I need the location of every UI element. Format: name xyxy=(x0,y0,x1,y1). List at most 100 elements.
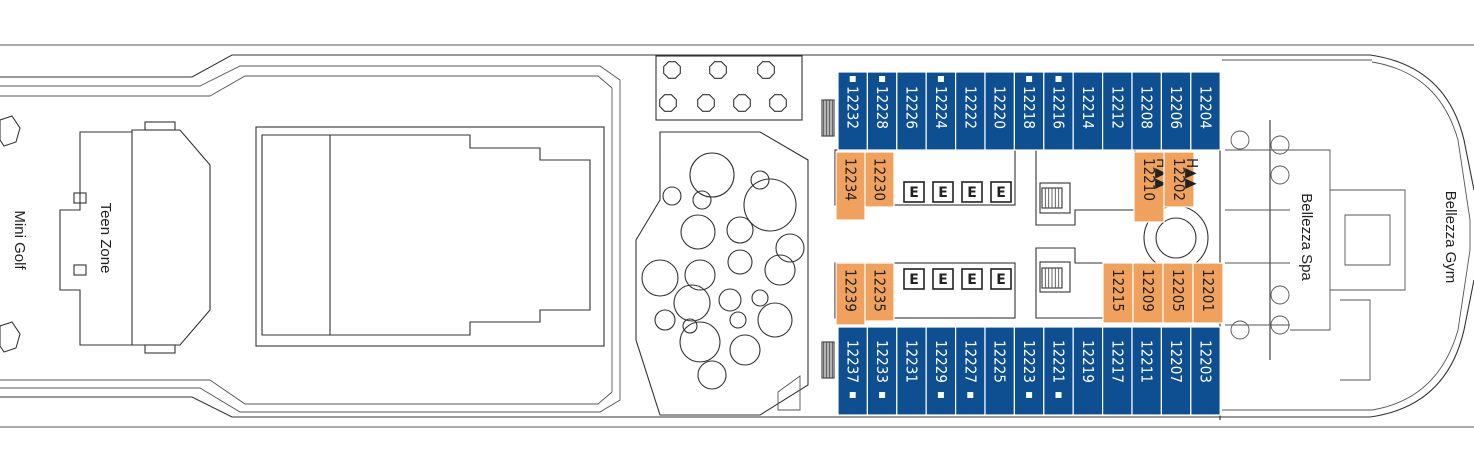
cabin-12231[interactable] xyxy=(896,326,927,416)
cabin-number: 12230 xyxy=(871,158,889,201)
accessible-marker-icon xyxy=(879,76,886,82)
cabin-12229[interactable] xyxy=(925,326,957,416)
cabin-12210[interactable] xyxy=(1133,151,1165,223)
cabin-12211[interactable] xyxy=(1131,326,1162,416)
cabin-12220[interactable] xyxy=(984,71,1015,151)
cabin-number: 12212 xyxy=(1108,86,1126,129)
elevator-label: E xyxy=(967,185,977,201)
elevator-label: E xyxy=(909,272,919,288)
mini-golf-area: Mini Golf xyxy=(0,115,28,353)
cabin-number: 12228 xyxy=(873,86,891,129)
hot-tub-icon xyxy=(751,289,769,307)
deck-outline xyxy=(0,44,1474,428)
accessible-marker-icon xyxy=(937,76,944,82)
hot-tub-icon xyxy=(684,259,716,291)
cabin-number: 12227 xyxy=(961,340,979,383)
spa-label: Bellezza Spa xyxy=(1298,193,1315,281)
cabin-12203[interactable] xyxy=(1190,326,1221,416)
elevator-icon xyxy=(932,181,954,203)
cabin-number: 12233 xyxy=(873,340,891,383)
teen-zone-label: Teen Zone xyxy=(97,203,114,274)
accessible-marker-icon xyxy=(879,392,886,398)
cabin-12218[interactable] xyxy=(1013,71,1045,151)
cabin-12217[interactable] xyxy=(1101,326,1133,416)
lounger-icon xyxy=(663,61,681,79)
lounger-icon xyxy=(697,94,715,112)
cabin-number: 12209 xyxy=(1139,269,1157,312)
cabin-12222[interactable] xyxy=(954,71,986,151)
cabin-number: 12219 xyxy=(1079,340,1097,383)
elevator-icon xyxy=(903,268,925,290)
cabin-number: 12208 xyxy=(1138,86,1156,129)
cabin-12233[interactable] xyxy=(866,326,898,416)
cabin-number: 12239 xyxy=(842,269,860,312)
elevator-icon xyxy=(903,181,925,203)
hot-tub-icon xyxy=(641,259,679,297)
hot-tub-icon xyxy=(654,309,676,331)
cabin-marker: H▲▲ xyxy=(1183,158,1201,190)
cabin-12214[interactable] xyxy=(1072,71,1104,151)
elevator-icon xyxy=(961,181,983,203)
cabin-12228[interactable] xyxy=(866,71,898,151)
cabin-number: 12211 xyxy=(1138,340,1156,383)
hot-tub-icon xyxy=(775,233,805,263)
elevator-icon xyxy=(990,181,1012,203)
cabin-12202[interactable] xyxy=(1163,151,1195,208)
cabin-number: 12205 xyxy=(1169,269,1187,312)
cabin-12207[interactable] xyxy=(1160,326,1192,416)
cabin-12235[interactable] xyxy=(864,262,895,322)
hot-tub-icon xyxy=(682,318,698,334)
hot-tub-icon xyxy=(729,334,761,366)
elevator-icon xyxy=(990,268,1012,290)
cabin-12232[interactable] xyxy=(837,71,868,151)
cabin-12208[interactable] xyxy=(1131,71,1162,151)
jacuzzi-area xyxy=(635,131,809,416)
cabin-12205[interactable] xyxy=(1162,262,1194,324)
fixture-icon xyxy=(1270,165,1290,185)
hot-tub-icon xyxy=(692,190,712,210)
hot-tub-icon xyxy=(726,216,754,244)
fixture-icon xyxy=(1230,130,1250,150)
cabin-number: 12202 xyxy=(1170,158,1188,201)
cabin-number: 12210 xyxy=(1140,158,1158,201)
hot-tub-icon xyxy=(697,360,727,390)
cabin-number: 12222 xyxy=(961,86,979,129)
accessible-marker-icon xyxy=(1055,392,1062,398)
cabin-number: 12223 xyxy=(1020,340,1038,383)
hot-tub-icon xyxy=(764,254,796,286)
hot-tub-icon xyxy=(718,288,742,312)
cabin-number: 12237 xyxy=(844,340,862,383)
cabin-12221[interactable] xyxy=(1043,326,1074,416)
teen-zone-area: Teen Zone xyxy=(59,121,211,354)
cabin-number: 12214 xyxy=(1079,86,1097,129)
hot-tub-icon xyxy=(689,152,735,198)
fixture-icon xyxy=(1270,135,1290,155)
hot-tub-icon xyxy=(727,249,753,275)
cabin-number: 12215 xyxy=(1109,269,1127,312)
cabin-12227[interactable] xyxy=(954,326,986,416)
cabin-number: 12220 xyxy=(991,86,1009,129)
cabin-number: 12221 xyxy=(1050,340,1068,383)
cabin-number: 12231 xyxy=(903,340,921,383)
cabin-12204[interactable] xyxy=(1190,71,1221,151)
elevator-label: E xyxy=(909,185,919,201)
cabin-12223[interactable] xyxy=(1013,326,1045,416)
cabin-number: 12216 xyxy=(1050,86,1068,129)
accessible-marker-icon xyxy=(967,392,974,398)
cabin-number: 12224 xyxy=(932,86,950,129)
fixture-icon xyxy=(1270,315,1290,335)
lounger-icon xyxy=(659,94,677,112)
cabin-12201[interactable] xyxy=(1192,262,1224,324)
elevator-icon xyxy=(961,268,983,290)
cabin-12206[interactable] xyxy=(1160,71,1192,151)
cabin-12230[interactable] xyxy=(864,151,895,208)
elevator-label: E xyxy=(967,272,977,288)
accessible-marker-icon xyxy=(849,76,856,82)
accessible-marker-icon xyxy=(937,392,944,398)
cabin-12209[interactable] xyxy=(1132,262,1164,324)
accessible-marker-icon xyxy=(1055,76,1062,82)
cabin-number: 12217 xyxy=(1108,340,1126,383)
cabin-12216[interactable] xyxy=(1043,71,1074,151)
